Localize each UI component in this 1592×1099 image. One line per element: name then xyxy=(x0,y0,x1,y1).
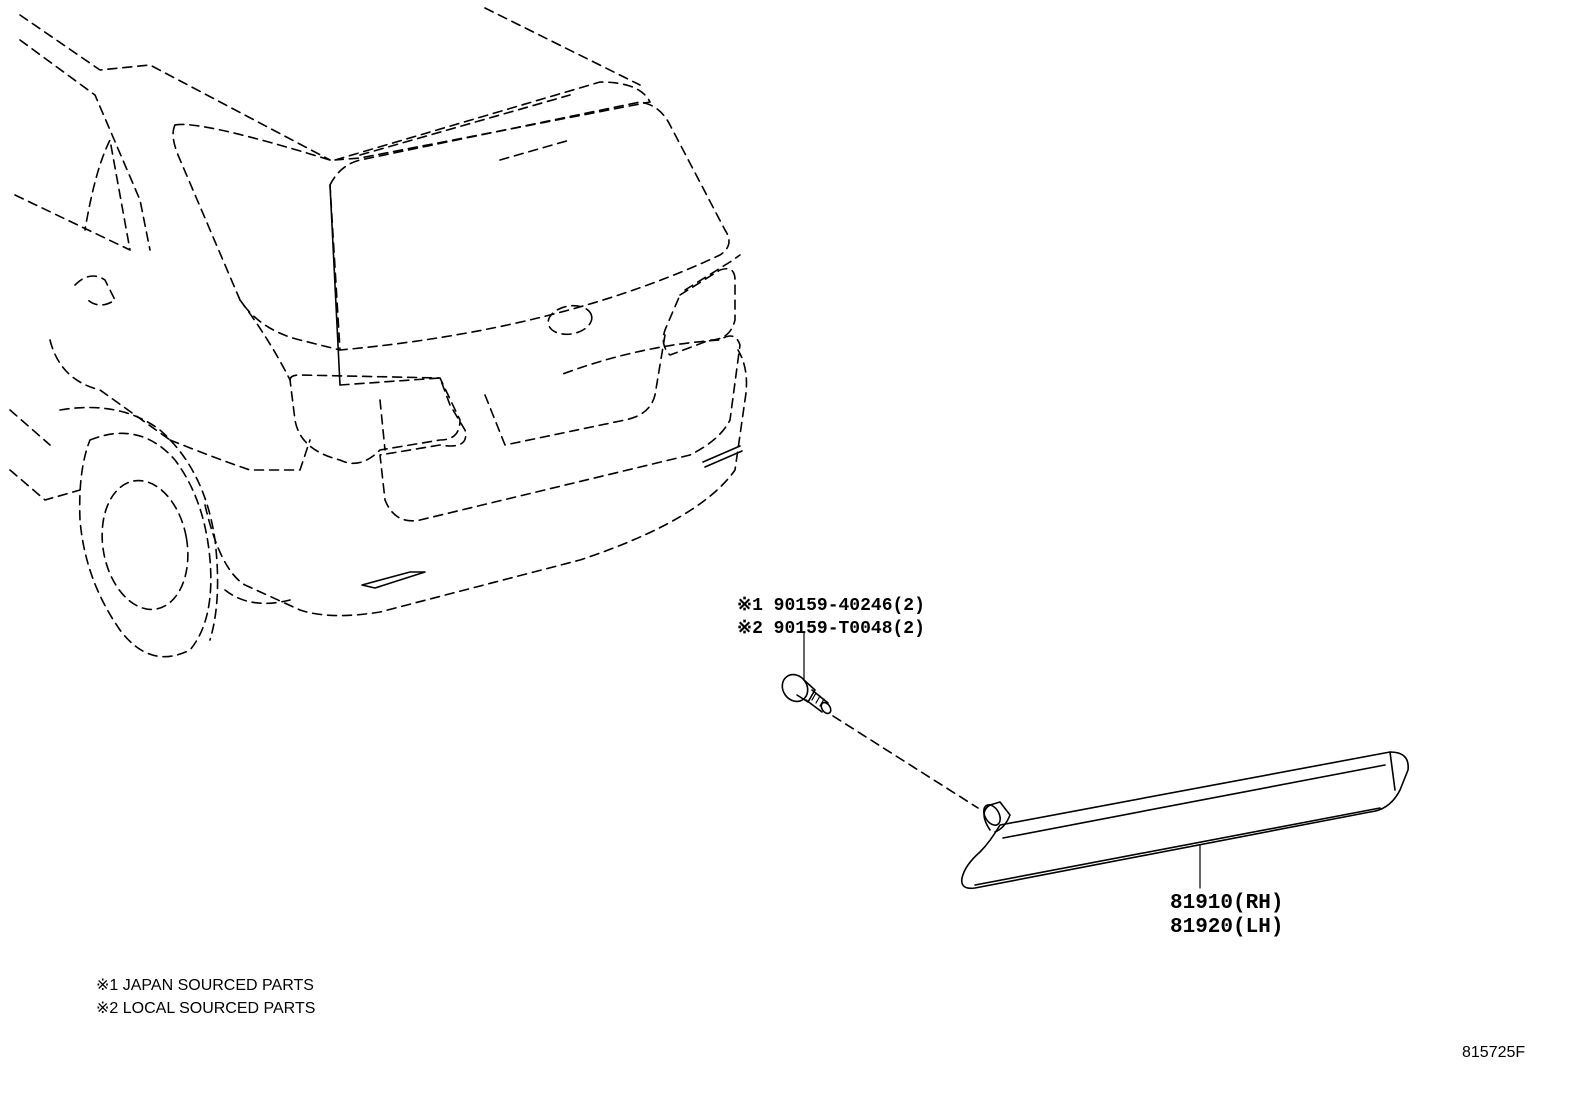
vehicle-outline xyxy=(9,7,748,658)
legend-note-1: ※1 JAPAN SOURCED PARTS xyxy=(96,977,314,994)
bolt-icon xyxy=(781,673,832,715)
bolt-part-number-2: ※2 90159-T0048(2) xyxy=(737,619,925,639)
rear-reflector-icon xyxy=(960,751,1409,890)
reflector-part-number-rh: 81910(RH) xyxy=(1170,892,1283,915)
legend-note-2: ※2 LOCAL SOURCED PARTS xyxy=(96,1000,315,1017)
diagram-id: 815725F xyxy=(1462,1044,1525,1061)
bolt-part-number-1: ※1 90159-40246(2) xyxy=(737,596,925,616)
reflector-part-number-lh: 81920(LH) xyxy=(1170,916,1283,939)
assembly-line xyxy=(832,715,979,809)
